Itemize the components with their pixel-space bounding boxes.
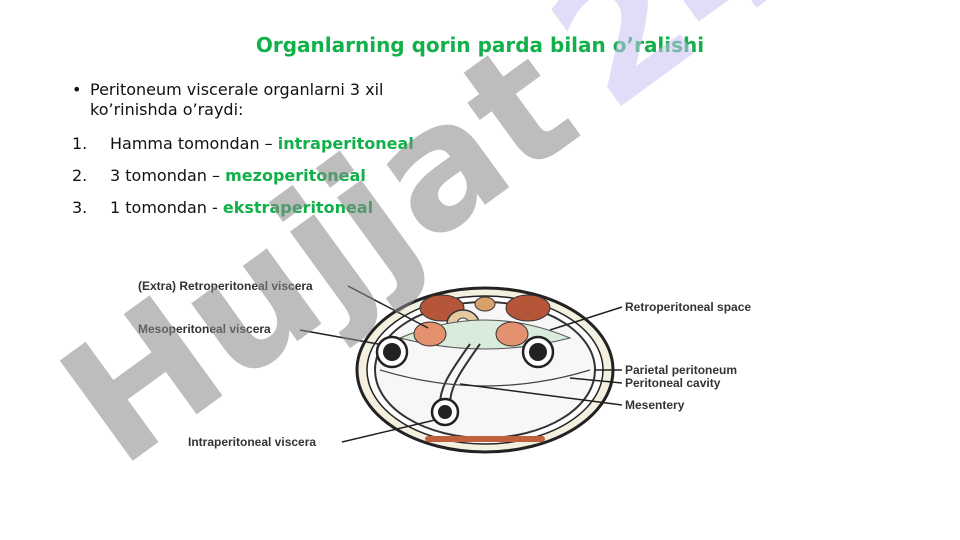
- diagram-svg: (Extra) Retroperitoneal viscera Mesoperi…: [138, 279, 751, 454]
- intraperitoneal-lumen: [438, 405, 452, 419]
- label-peritoneal-cavity: Peritoneal cavity: [625, 376, 721, 390]
- peritoneal-cavity-line: [379, 369, 591, 387]
- leader-meso: [299, 329, 379, 345]
- retro-organ-right: [505, 294, 551, 322]
- label-mesoperitoneal: Mesoperitoneal viscera: [138, 322, 271, 336]
- slide-title: Organlarning qorin parda bilan o’ralishi: [255, 33, 705, 57]
- bullet-dot-icon: •: [72, 80, 82, 99]
- label-parietal-peritoneum: Parietal peritoneum: [625, 363, 737, 377]
- label-retroperitoneal-space: Retroperitoneal space: [625, 300, 751, 314]
- list-item-number: 3.: [72, 198, 88, 217]
- list-item-text: 1 tomondan - ekstraperitoneal: [110, 198, 373, 217]
- leader-mesentery: [459, 383, 623, 406]
- leader-intra: [341, 419, 436, 443]
- mesoperitoneal-lumen-right: [529, 343, 547, 361]
- leader-extra: [347, 285, 429, 329]
- bullet-text: Peritoneum viscerale organlarni 3 xil ko…: [90, 80, 384, 119]
- list-item-desc: Hamma tomondan –: [110, 134, 278, 153]
- extraperitoneal-organ-left: [413, 321, 447, 347]
- peritoneum-diagram: (Extra) Retroperitoneal viscera Mesoperi…: [130, 262, 780, 462]
- mesoperitoneal-lumen-left: [383, 343, 401, 361]
- leader-retro-space: [549, 306, 623, 331]
- list-item-text: Hamma tomondan – intraperitoneal: [110, 134, 414, 153]
- list-item-number: 1.: [72, 134, 88, 153]
- aorta: [474, 296, 496, 312]
- list-item-term: intraperitoneal: [277, 134, 414, 153]
- list-item-term: ekstraperitoneal: [222, 198, 374, 217]
- anterior-wall-muscle: [425, 436, 545, 442]
- bullet-point: • Peritoneum viscerale organlarni 3 xil …: [72, 80, 452, 120]
- list-item-desc: 3 tomondan –: [110, 166, 226, 185]
- label-extra-retroperitoneal: (Extra) Retroperitoneal viscera: [138, 279, 313, 293]
- leader-cavity: [569, 377, 623, 384]
- list-item-number: 2.: [72, 166, 88, 185]
- extraperitoneal-organ-right: [495, 321, 529, 347]
- list-item-text: 3 tomondan – mezoperitoneal: [110, 166, 366, 185]
- list-item-desc: 1 tomondan -: [110, 198, 223, 217]
- label-mesentery: Mesentery: [625, 398, 685, 412]
- label-intraperitoneal: Intraperitoneal viscera: [188, 435, 316, 449]
- list-item-term: mezoperitoneal: [225, 166, 366, 185]
- watermark-number: 24: [518, 0, 826, 147]
